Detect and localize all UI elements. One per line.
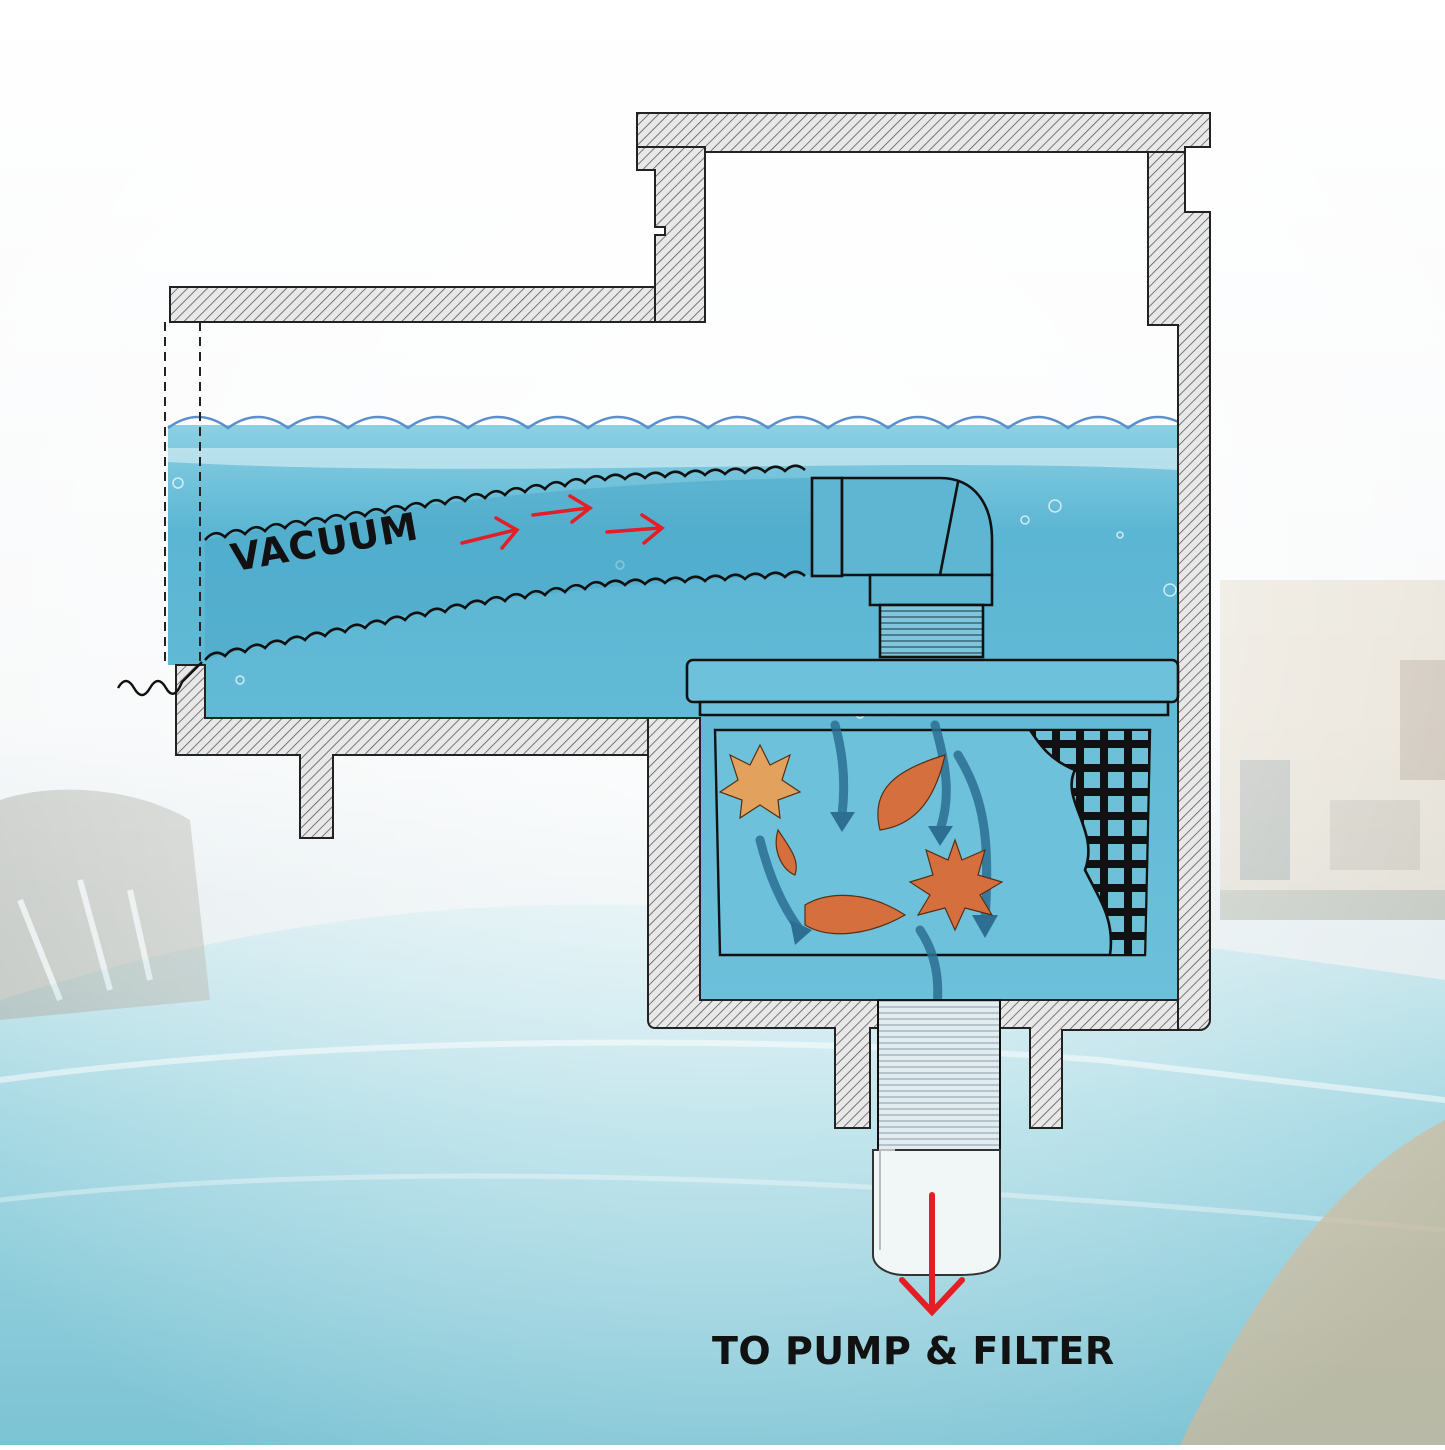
threaded-outlet-pipe (872, 999, 1001, 1276)
hose-tail (116, 661, 203, 697)
leaf-icon (775, 828, 797, 876)
vacuum-hose (116, 464, 812, 697)
vacuum-flow-arrows (460, 494, 665, 550)
arrow-down-icon (899, 1192, 965, 1317)
pump-filter-label: TO PUMP & FILTER (712, 1329, 1115, 1373)
leaf-icon (804, 894, 907, 935)
water-surface-waves (167, 415, 1189, 430)
leaf-icon (718, 743, 802, 820)
weir-outline (164, 322, 201, 662)
leaf-icon (877, 754, 946, 831)
arrow-right-icon (605, 513, 665, 545)
basket-lid (685, 658, 1180, 717)
skimmer-housing (169, 112, 1211, 1129)
elbow-fitting (810, 476, 994, 659)
arrow-right-icon (531, 494, 594, 524)
leaves (718, 743, 1004, 935)
leaf-icon (908, 838, 1004, 932)
arrow-right-icon (460, 516, 520, 550)
